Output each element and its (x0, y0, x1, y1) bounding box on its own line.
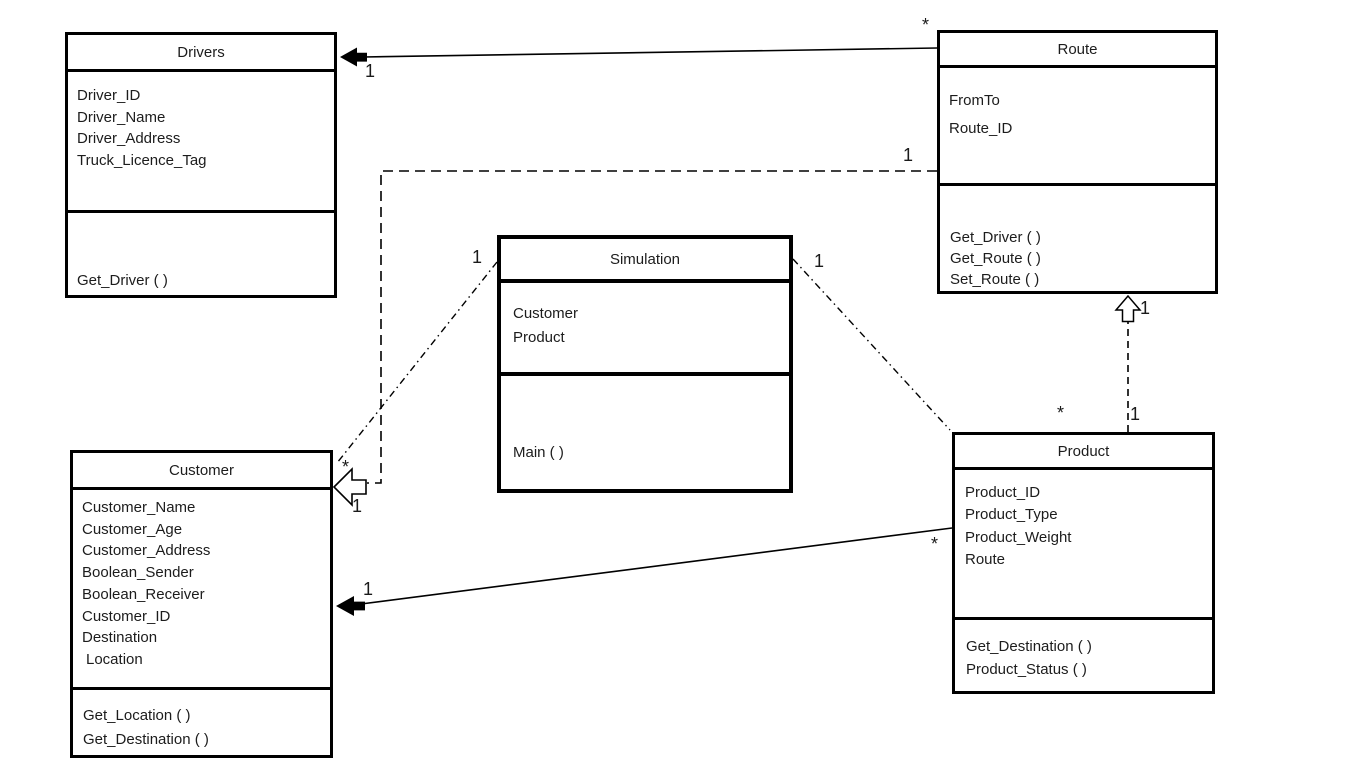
class-attribute: Truck_Licence_Tag (77, 151, 207, 169)
class-method: Get_Route ( ) (950, 250, 1041, 267)
class-box-drivers: Drivers Driver_ID Driver_Name Driver_Add… (65, 32, 337, 298)
multiplicity-label: 1 (1140, 298, 1151, 318)
multiplicity-label: 1 (903, 145, 914, 165)
multiplicity-label: 1 (472, 247, 483, 267)
class-method: Get_Location ( ) (83, 707, 191, 724)
class-title: Simulation (501, 239, 789, 283)
class-attribute: Product (513, 329, 565, 346)
class-method: Product_Status ( ) (966, 661, 1087, 678)
multiplicity-label: * (922, 15, 930, 35)
class-attribute: FromTo (949, 92, 1000, 109)
class-title: Drivers (68, 35, 334, 72)
class-title: Customer (73, 453, 330, 490)
class-method: Get_Driver ( ) (77, 272, 168, 289)
class-method: Get_Driver ( ) (950, 229, 1041, 246)
class-attribute: Boolean_Sender (82, 564, 194, 582)
class-method: Main ( ) (513, 444, 564, 461)
class-attribute: Product_ID (965, 484, 1041, 501)
class-box-customer: Customer Customer_Name Customer_Age Cust… (70, 450, 333, 758)
dashdot-simulation-product-line (792, 258, 951, 431)
class-attribute: Boolean_Receiver (82, 585, 205, 603)
class-attribute: Destination (82, 629, 158, 647)
class-attribute: Customer_ID (82, 607, 171, 625)
class-method: Get_Destination ( ) (966, 638, 1092, 655)
filled-arrowhead-drivers-icon (340, 47, 367, 67)
class-attribute: Driver_Address (77, 130, 181, 147)
multiplicity-label: 1 (365, 61, 376, 81)
class-attribute: Product_Type (965, 506, 1058, 524)
class-attribute: Customer_Age (82, 520, 183, 538)
multiplicity-label: * (342, 457, 350, 477)
class-box-simulation: Simulation Customer Product Main ( ) (497, 235, 793, 493)
multiplicity-label: 1 (363, 579, 374, 599)
class-attribute: Customer_Name (82, 499, 196, 516)
class-method: Get_Destination ( ) (83, 731, 209, 748)
multiplicity-label: * (1057, 403, 1065, 423)
class-attribute: Product_Weight (965, 528, 1072, 546)
multiplicity-label: 1 (814, 251, 825, 271)
class-box-route: Route FromTo Route_ID Get_Driver ( ) Get… (937, 30, 1218, 294)
class-title: Route (940, 33, 1215, 68)
hollow-arrowhead-route-icon (1114, 294, 1142, 323)
class-attribute: Driver_ID (77, 87, 141, 104)
class-attribute: Customer_Address (82, 542, 211, 560)
class-attribute: Location (86, 650, 143, 668)
class-method: Set_Route ( ) (950, 271, 1040, 288)
association-product-customer-line (360, 527, 953, 605)
class-attribute: Route (965, 550, 1006, 568)
multiplicity-label: 1 (352, 496, 363, 516)
filled-arrowhead-customer-icon (336, 596, 365, 616)
class-attribute: Driver_Name (77, 108, 166, 126)
class-box-product: Product Product_ID Product_Type Product_… (952, 432, 1215, 694)
class-attribute: Customer (513, 305, 579, 322)
association-route-drivers-line (362, 47, 938, 58)
multiplicity-label: * (931, 534, 939, 554)
dashdot-simulation-customer-line (336, 261, 498, 464)
class-attribute: Route_ID (949, 120, 1013, 137)
multiplicity-label: 1 (1130, 404, 1141, 424)
class-title: Product (955, 435, 1212, 470)
